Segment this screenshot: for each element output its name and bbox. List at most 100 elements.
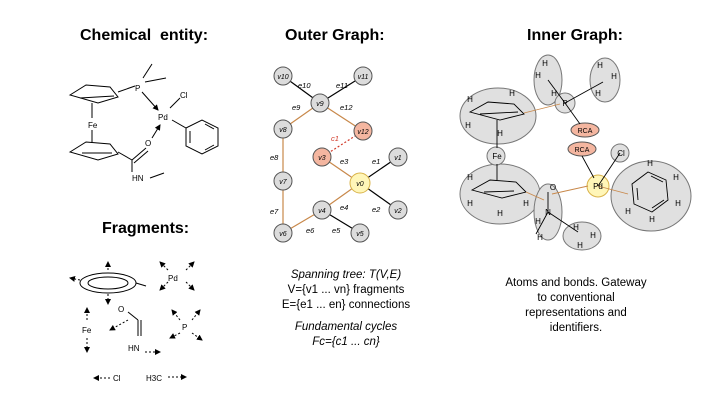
h-atom: H <box>551 89 557 98</box>
spanning-tree-line: Spanning tree: T(V,E) <box>290 269 402 281</box>
fundamental-cycles-line: Fundamental cycles <box>294 321 398 333</box>
outer-graph-heading: Outer Graph: <box>285 27 385 44</box>
label-e4: e4 <box>340 203 348 212</box>
node-v3 <box>312 147 332 167</box>
inner-caption-line1: Atoms and bonds. Gateway <box>505 277 647 289</box>
vertices-line: V={v1 ... vn} fragments <box>287 284 405 296</box>
chemical-entity-structure <box>68 63 219 179</box>
inner-pd-label: Pd <box>593 182 603 191</box>
rca-label-2: RCA <box>575 147 590 154</box>
inner-caption-line3: representations and <box>525 307 627 319</box>
inner-caption-line2: to conventional <box>537 292 615 304</box>
h-atom: H <box>535 71 541 80</box>
inner-graph-caption: Atoms and bonds. Gateway to conventional… <box>492 276 660 336</box>
node-v0 <box>349 172 371 194</box>
label-e1: e1 <box>372 157 380 166</box>
node-v6 <box>273 223 293 243</box>
h-atom: H <box>509 89 515 98</box>
h-atom: H <box>595 89 601 98</box>
label-c1: c1 <box>331 134 339 143</box>
h-atom: H <box>497 209 503 218</box>
label-v3: v3 <box>318 155 326 162</box>
h-atom: H <box>523 199 529 208</box>
node-v11 <box>353 66 373 86</box>
label-e8: e8 <box>270 153 279 162</box>
outer-graph-node-labels: v10 v11 v9 v8 v12 v3 v0 v1 v7 v4 v2 v6 v… <box>277 74 401 238</box>
node-v5 <box>350 223 370 243</box>
label-v6: v6 <box>279 231 287 238</box>
frag-pd-label: Pd <box>168 274 178 283</box>
label-e3: e3 <box>340 157 349 166</box>
h-atom: H <box>497 129 503 138</box>
rca-label-1: RCA <box>578 128 593 135</box>
label-e10: e10 <box>298 81 311 90</box>
label-e12: e12 <box>340 103 353 112</box>
node-v10 <box>273 66 293 86</box>
node-v2 <box>388 200 408 220</box>
label-v9: v9 <box>316 101 324 108</box>
node-v4 <box>312 200 332 220</box>
label-v1: v1 <box>394 155 402 162</box>
h-atom: H <box>611 72 617 81</box>
h-atom: H <box>597 61 603 70</box>
label-v10: v10 <box>277 74 288 81</box>
label-v7: v7 <box>279 179 288 186</box>
inner-n-label: N <box>545 208 551 217</box>
label-e7: e7 <box>270 207 279 216</box>
mol-o-label: O <box>145 139 151 148</box>
mol-nh-label: HN <box>132 174 144 183</box>
label-v0: v0 <box>356 181 364 188</box>
node-v12 <box>353 121 373 141</box>
inner-graph: RCA RCA P Pd Cl Fe O N H H H H H H H H H… <box>459 54 692 251</box>
label-v2: v2 <box>394 208 402 215</box>
h-atom: H <box>649 215 655 224</box>
fragments-structures <box>69 261 203 381</box>
label-e6: e6 <box>306 226 315 235</box>
mol-cl-label: Cl <box>180 91 188 100</box>
h-atom: H <box>537 233 543 242</box>
inner-o-label: O <box>550 183 556 192</box>
h-atom: H <box>542 59 548 68</box>
label-v12: v12 <box>357 129 368 136</box>
h-atom: H <box>467 173 473 182</box>
label-e11: e11 <box>336 81 348 90</box>
outer-graph-nodes <box>273 66 408 243</box>
inner-fe-label: Fe <box>492 152 502 161</box>
chemical-entity-heading: Chemical entity: <box>80 27 209 44</box>
inner-graph-heading: Inner Graph: <box>527 27 624 44</box>
node-v7 <box>273 171 293 191</box>
label-v5: v5 <box>356 231 364 238</box>
h-atom: H <box>573 223 579 232</box>
frag-h3c-label: H3C <box>146 374 162 383</box>
frag-hn-label: HN <box>128 344 140 353</box>
label-e2: e2 <box>372 205 381 214</box>
frag-fe-label: Fe <box>82 326 92 335</box>
mol-fe-label: Fe <box>88 121 98 130</box>
h-atom: H <box>465 121 471 130</box>
label-v11: v11 <box>358 74 369 81</box>
h-atom: H <box>467 95 473 104</box>
inner-cl-label: Cl <box>617 149 625 158</box>
fragments-heading: Fragments: <box>102 220 190 237</box>
mol-p-label: P <box>135 84 140 93</box>
label-v4: v4 <box>318 208 326 215</box>
h-atom: H <box>675 199 681 208</box>
frag-cl-label: Cl <box>113 374 121 383</box>
h-atom: H <box>590 231 596 240</box>
h-atom: H <box>625 207 631 216</box>
label-e5: e5 <box>332 226 341 235</box>
edges-line: E={e1 ... en} connections <box>281 299 411 311</box>
label-v8: v8 <box>279 127 287 134</box>
outer-graph-edge-labels: e10 e11 e9 e12 c1 e8 e3 e1 e4 e2 e7 e6 e… <box>270 81 381 235</box>
node-v1 <box>388 147 408 167</box>
h-atom: H <box>535 217 541 226</box>
h-atom: H <box>577 241 583 250</box>
node-v9 <box>310 93 330 113</box>
node-v8 <box>273 119 293 139</box>
inner-caption-line4: identifiers. <box>549 322 603 334</box>
h-atom: H <box>647 159 653 168</box>
h-atom: H <box>673 173 679 182</box>
inner-p-label: P <box>562 99 567 108</box>
outer-graph-caption: Spanning tree: T(V,E) V={v1 ... vn} frag… <box>256 268 436 350</box>
